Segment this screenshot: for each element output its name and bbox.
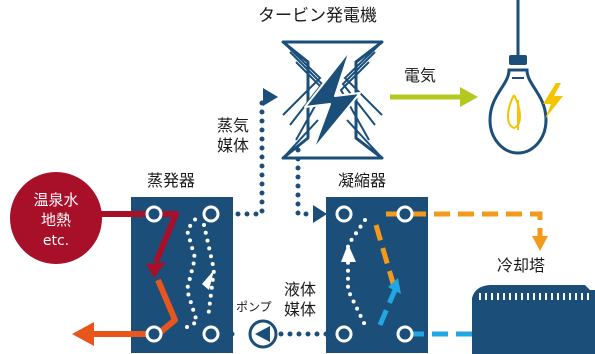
steam-medium-label-1: 蒸気 (217, 116, 250, 135)
evaporator-port-tl (145, 205, 163, 223)
steam-flow-line (208, 93, 265, 217)
evaporator-port-bl (145, 325, 163, 343)
evaporator-port-tr (202, 205, 220, 223)
evaporator-port-br (202, 325, 220, 343)
lightning-bolt-icon (304, 49, 361, 151)
cooling-up-arrowhead (388, 278, 401, 294)
evaporator-up-arrow (202, 270, 214, 290)
condenser-arrowhead (313, 205, 327, 223)
turbine-label: タービン発電機 (258, 6, 377, 26)
condenser-port-br (396, 325, 414, 343)
condenser-port-bl (335, 325, 353, 343)
evaporator-internal-flow (184, 215, 200, 329)
condenser-label: 凝縮器 (338, 171, 387, 190)
condenser-internal-flow (346, 218, 367, 327)
electricity-arrow (390, 87, 478, 107)
cooling-water-internal-orange (373, 224, 398, 291)
hot-water-out-arrowhead (72, 322, 94, 346)
lightbulb-icon (488, 0, 548, 155)
steam-to-condenser-line (295, 147, 318, 217)
hot-water-out-path (92, 278, 178, 337)
cooling-water-internal-blue (377, 289, 398, 326)
evaporator-block (131, 197, 233, 353)
heat-source-label-3: etc. (42, 233, 70, 249)
steam-medium-label-2: 媒体 (217, 136, 250, 155)
pump-label: ポンプ (236, 300, 272, 314)
cooling-out-arrowhead (532, 236, 548, 251)
liquid-medium-label-1: 液体 (284, 280, 317, 299)
turbine-generator (281, 40, 384, 160)
lightning-spark-icon (543, 83, 563, 119)
electricity-label: 電気 (404, 66, 437, 85)
pump-icon (248, 319, 278, 349)
cooling-water-out-path (386, 211, 543, 238)
condenser-port-tl (335, 205, 353, 223)
liquid-medium-label-2: 媒体 (284, 300, 317, 319)
cooling-tower (472, 285, 595, 354)
steam-arrowhead (263, 88, 278, 106)
heat-source-label-2: 地熱 (40, 211, 71, 229)
hot-water-arrowhead (146, 262, 166, 278)
cooling-tower-label: 冷却塔 (497, 256, 546, 275)
evaporator-label: 蒸発器 (147, 171, 196, 190)
condenser-down-arrow (341, 244, 356, 262)
heat-source-label-1: 温泉水 (33, 191, 79, 209)
condenser-port-tr (396, 205, 414, 223)
heat-source-circle (10, 172, 102, 264)
